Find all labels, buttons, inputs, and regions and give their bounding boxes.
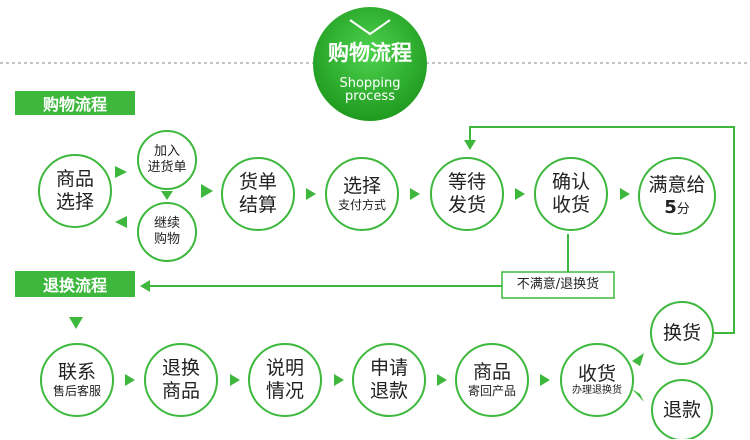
- arrow-right-icon: [201, 184, 213, 198]
- step-line2: 选择: [55, 191, 94, 213]
- chevron-down-icon: [349, 19, 391, 36]
- step-line1: 满意给: [648, 173, 706, 196]
- node-circle: [221, 157, 295, 231]
- rating-number: 5: [664, 196, 677, 218]
- arrow-down-icon: [464, 140, 476, 150]
- arrow-down-right-icon: [632, 389, 644, 402]
- node-circle: [455, 343, 529, 417]
- unsatisfied-note: 不满意/退换货: [516, 277, 600, 293]
- arrow-up-right-icon: [632, 353, 644, 366]
- arrow-right-icon: [230, 374, 240, 386]
- arrow-right-icon: [620, 188, 630, 200]
- step-add-to-order: 加入 进货单: [138, 131, 196, 189]
- step-line1: 选择: [342, 175, 381, 198]
- node-circle: [352, 343, 426, 417]
- step-line2: 办理退换货: [572, 385, 622, 397]
- arrow-down-icon: [161, 191, 173, 200]
- step-line1: 说明: [265, 357, 304, 380]
- section-tag-shopping: 购物流程: [15, 91, 135, 115]
- exchange-connector: [469, 126, 735, 334]
- step-request-refund: 申请 退款: [353, 344, 425, 416]
- header-subtitle: Shopping process: [313, 72, 427, 108]
- arrow-left-icon: [140, 280, 150, 292]
- step-line2: 售后客服: [52, 384, 101, 399]
- step-explain-situation: 说明 情况: [249, 344, 321, 416]
- step-line1: 联系: [57, 361, 96, 384]
- step-line2: 进货单: [147, 160, 187, 175]
- node-circle: [137, 202, 197, 262]
- rating-unit: 分: [676, 201, 690, 217]
- step-line1: 退换: [161, 357, 200, 380]
- step-rate-five-stars: 满意给 5分: [639, 158, 715, 234]
- step-confirm-receipt: 确认 收货: [535, 158, 607, 230]
- step-select-product: 商品 选择: [39, 155, 111, 227]
- step-return-goods: 退换 商品: [145, 344, 217, 416]
- arrow-right-icon: [306, 188, 316, 200]
- node-circle: [430, 157, 504, 231]
- step-line2: 支付方式: [337, 198, 386, 213]
- step-line2: 情况: [265, 380, 304, 402]
- step-line2: 发货: [447, 194, 486, 216]
- node-circle: [38, 154, 112, 228]
- step-select-payment: 选择 支付方式: [326, 158, 398, 230]
- step-line1: 商品: [472, 361, 511, 384]
- step-line1: 申请: [369, 357, 408, 380]
- arrow-right-icon: [334, 374, 344, 386]
- node-circle: [638, 157, 716, 235]
- step-line2: 寄回产品: [467, 384, 516, 399]
- step-line1: 加入: [153, 144, 180, 160]
- step-contact-support: 联系 售后客服: [41, 344, 113, 416]
- arrow-right-icon: [437, 374, 447, 386]
- node-circle: [40, 343, 114, 417]
- node-circle: [560, 343, 634, 417]
- step-await-shipment: 等待 发货: [431, 158, 503, 230]
- step-line2: 商品: [161, 380, 200, 402]
- step-line1: 货单: [238, 171, 277, 194]
- section-tag-return: 退换流程: [15, 271, 135, 297]
- step-checkout: 货单 结算: [222, 158, 294, 230]
- node-circle: [248, 343, 322, 417]
- step-exchange: 换货: [662, 321, 701, 344]
- step-receive-returned: 收货 办理退换货: [561, 344, 633, 416]
- step-line2: 收货: [551, 194, 590, 216]
- arrow-right-icon: [515, 188, 525, 200]
- header-badge: [313, 7, 427, 121]
- step-line1: 继续: [153, 216, 180, 232]
- node-circle: [325, 157, 399, 231]
- step-line2: 购物: [153, 232, 180, 247]
- header-subtitle-line2: process: [345, 89, 395, 104]
- arrow-right-icon: [540, 374, 550, 386]
- node-circle: [144, 343, 218, 417]
- step-line1: 确认: [551, 171, 590, 194]
- step-line1: 收货: [577, 362, 616, 385]
- node-circle: [650, 301, 714, 365]
- step-refund: 退款: [662, 398, 701, 421]
- unsatisfied-note-box: [501, 271, 615, 299]
- arrow-left-icon: [115, 216, 127, 228]
- node-circle: [137, 130, 197, 190]
- step-ship-back: 商品 寄回产品: [456, 344, 528, 416]
- arrow-right-icon: [410, 188, 420, 200]
- node-circle: [651, 379, 713, 439]
- arrow-right-icon: [115, 166, 127, 178]
- arrow-down-icon: [69, 317, 83, 329]
- step-line1: 等待: [447, 171, 486, 194]
- header-title: 购物流程: [328, 41, 412, 66]
- header-subtitle-line1: Shopping: [339, 76, 401, 91]
- step-line2: 退款: [369, 380, 408, 402]
- step-continue-shopping: 继续 购物: [138, 203, 196, 261]
- arrow-right-icon: [125, 374, 135, 386]
- step-line1: 商品: [55, 168, 94, 191]
- node-circle: [534, 157, 608, 231]
- step-line2: 结算: [238, 194, 277, 216]
